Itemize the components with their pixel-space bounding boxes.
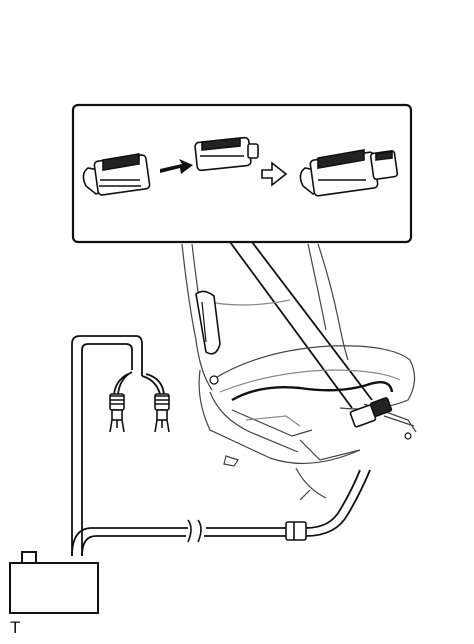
seat-connector bbox=[349, 397, 393, 428]
seat-illustration bbox=[181, 243, 417, 501]
test-lead-icon bbox=[154, 393, 170, 433]
arrow-icon bbox=[160, 159, 193, 174]
connector-icon bbox=[82, 153, 151, 196]
wire-break-symbol bbox=[187, 519, 202, 543]
hollow-arrow-icon bbox=[261, 161, 288, 187]
test-lead-icon bbox=[109, 393, 125, 433]
connector-icon bbox=[194, 136, 259, 172]
battery-icon bbox=[9, 551, 99, 614]
callout-label-t: T bbox=[10, 618, 21, 637]
inline-connector bbox=[285, 521, 307, 541]
connector-detail-inset bbox=[71, 103, 413, 409]
test-harness-wires bbox=[71, 335, 371, 557]
connector-icon bbox=[299, 149, 399, 197]
